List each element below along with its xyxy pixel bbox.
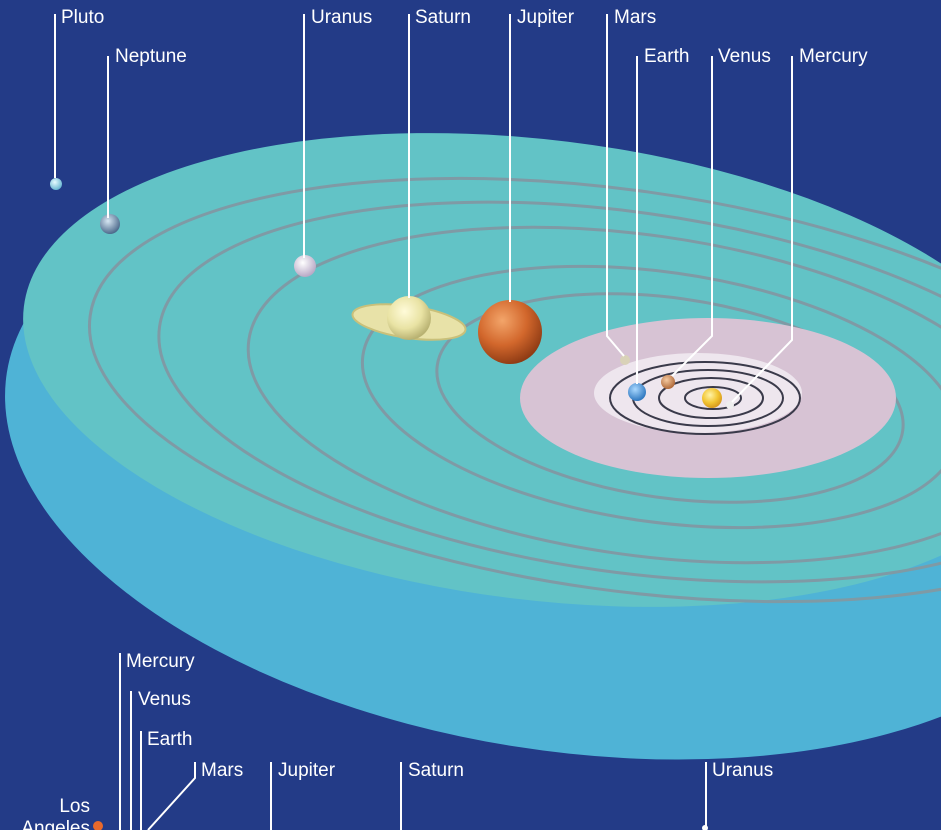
label-earth: Earth [644,46,690,67]
orbit-ring [246,225,941,565]
saturn-body [387,296,431,340]
label-bottom-venus: Venus [138,689,191,710]
label-jupiter: Jupiter [517,7,575,28]
orbit-ring [157,200,941,584]
leader-mars [606,14,625,357]
saturn-planet [351,296,467,341]
uranus-planet [294,255,316,277]
orbit-ring [87,176,941,604]
label-neptune: Neptune [115,46,187,67]
mars-planet [620,355,630,365]
label-bottom-jupiter: Jupiter [278,760,336,781]
label-bottom-earth: Earth [147,729,193,750]
mercury-planet [726,401,734,409]
label-bottom-mars: Mars [201,760,244,781]
leader-venus [671,56,713,377]
label-saturn: Saturn [415,7,471,28]
label-los-angeles: Los Angeles [21,796,90,830]
uranus-bottom-marker [702,825,708,830]
venus-planet [661,375,675,389]
leader-bottom-mars [147,762,196,830]
bottom-leader-lines [119,653,707,830]
orbit-mercury [684,386,742,410]
label-venus: Venus [718,46,771,67]
neptune-planet [100,214,120,234]
label-pluto: Pluto [61,7,105,28]
label-bottom-uranus: Uranus [712,760,774,781]
orbit-mars [609,361,801,435]
orbit-ring [435,292,905,504]
top-leader-lines [54,14,793,403]
inner-light-zone [594,353,802,433]
label-mars: Mars [614,7,657,28]
pluto-planet [50,178,62,190]
leader-mercury [731,56,793,403]
label-bottom-mercury: Mercury [126,651,195,672]
label-mercury: Mercury [799,46,868,67]
label-bottom-saturn: Saturn [408,760,464,781]
los-angeles-marker [93,821,103,830]
orbit-ring [360,264,941,530]
earth-planet [628,383,646,401]
sun [702,388,722,408]
orbit-venus [658,377,764,419]
orbit-rings [87,176,941,604]
label-uranus: Uranus [311,7,373,28]
jupiter-planet [478,300,542,364]
